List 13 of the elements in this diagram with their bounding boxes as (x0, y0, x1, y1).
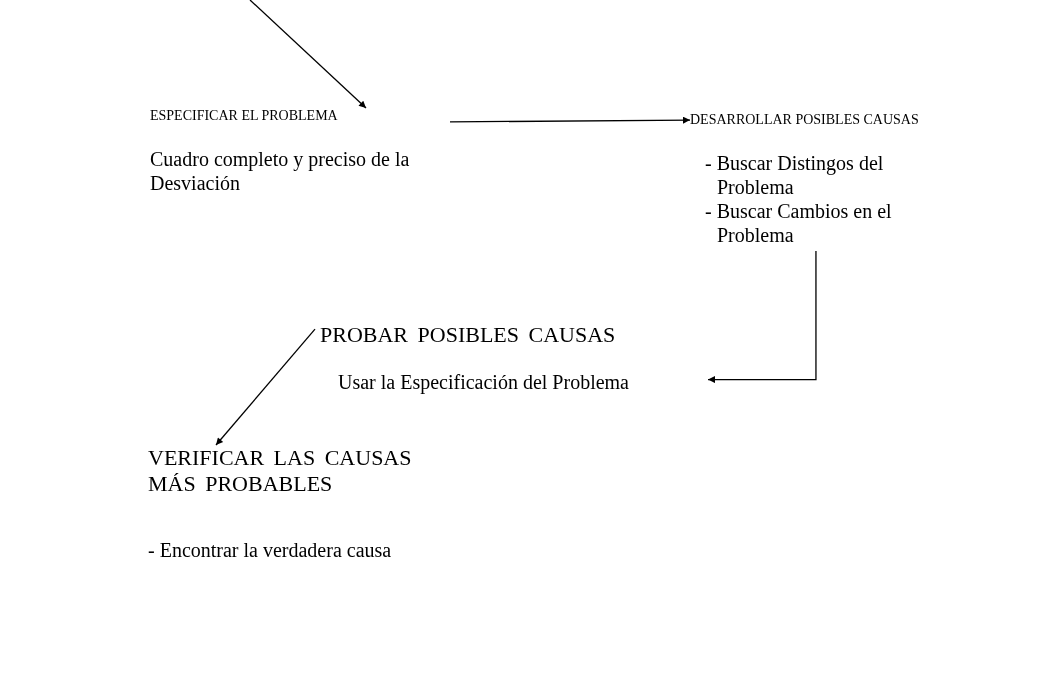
step-heading: VERIFICAR LAS CAUSAS MÁS PROBABLES (148, 445, 413, 498)
arrow (215, 328, 316, 446)
step-heading: PROBAR POSIBLES CAUSAS (320, 322, 617, 349)
arrow (249, 0, 367, 109)
step-description: Cuadro completo y preciso de la Desviación (150, 146, 411, 195)
step-heading: DESARROLLAR POSIBLES CAUSAS (690, 112, 919, 129)
step-heading: ESPECIFICAR EL PROBLEMA (150, 108, 339, 125)
step-description: - Buscar Distingos del Problema (705, 150, 885, 199)
step-description: - Encontrar la verdadera causa (148, 537, 393, 562)
step-description: Usar la Especificación del Problema (338, 370, 630, 395)
arrow (449, 116, 691, 124)
step-description: - Buscar Cambios en el Problema (705, 198, 893, 247)
arrow (707, 250, 817, 384)
